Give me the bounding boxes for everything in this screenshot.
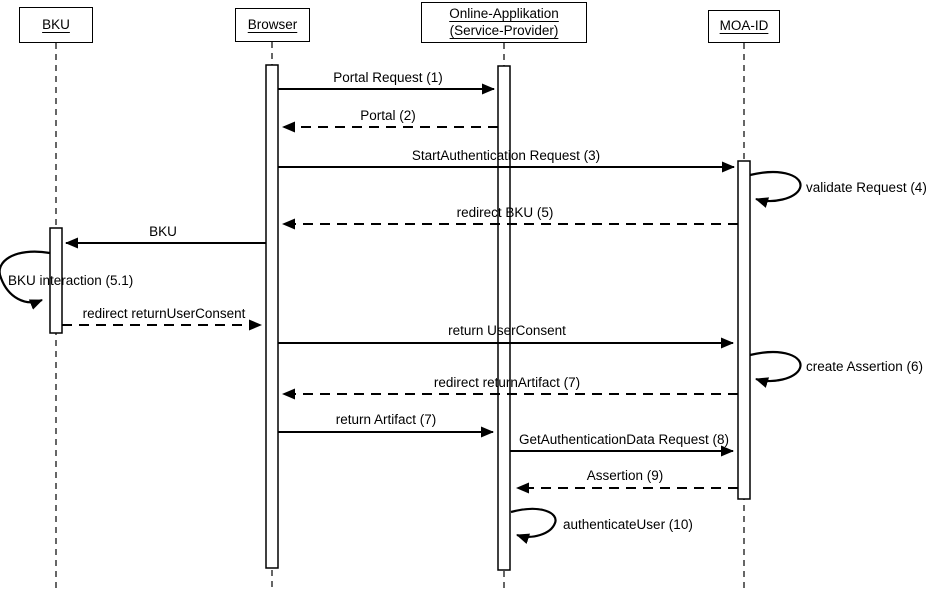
actor-box-moa-id: MOA-ID (708, 10, 780, 43)
message-loop-validate-request (749, 171, 802, 208)
actor-box-online-applikation: Online-Applikation (Service-Provider) (421, 2, 587, 43)
message-loop-create-assertion (749, 351, 802, 388)
message-label-assertion: Assertion (9) (587, 468, 664, 483)
actor-label-bku: BKU (42, 16, 70, 32)
actor-box-bku: BKU (19, 7, 93, 43)
message-label-portal-request: Portal Request (1) (333, 70, 443, 85)
message-label-getauthenticationdata-request: GetAuthenticationData Request (8) (519, 432, 729, 447)
message-labels: Portal Request (1) Portal (2) StartAuthe… (8, 70, 927, 532)
message-label-redirect-returnartifact: redirect returnArtifact (7) (434, 375, 580, 390)
message-label-redirect-returnuserconsent: redirect returnUserConsent (83, 306, 246, 321)
message-label-create-assertion: create Assertion (6) (806, 359, 923, 374)
activation-bars (49, 64, 751, 571)
activation-bar-online-applikation (497, 65, 511, 571)
message-arrows (0, 83, 802, 545)
message-label-authenticateuser: authenticateUser (10) (563, 517, 693, 532)
message-label-bku: BKU (149, 224, 177, 239)
activation-bar-bku (49, 227, 63, 334)
actor-label-online-applikation: Online-Applikation (Service-Provider) (449, 5, 559, 38)
message-loop-bku-interaction (0, 250, 51, 310)
message-label-portal: Portal (2) (360, 108, 416, 123)
message-label-bku-interaction: BKU interaction (5.1) (8, 273, 133, 288)
activation-bar-moa-id (737, 160, 751, 500)
actor-label-moa-id: MOA-ID (719, 18, 769, 34)
message-label-validate-request: validate Request (4) (806, 180, 927, 195)
activation-bar-browser (265, 64, 279, 569)
actor-box-browser: Browser (235, 8, 310, 42)
message-loop-authenticateuser (510, 507, 557, 545)
actor-label-browser: Browser (247, 16, 298, 32)
message-label-redirect-bku: redirect BKU (5) (457, 205, 554, 220)
message-label-return-artifact: return Artifact (7) (336, 412, 437, 427)
message-label-return-userconsent: return UserConsent (448, 323, 566, 338)
message-label-startauthentication-request: StartAuthentication Request (3) (412, 148, 600, 163)
